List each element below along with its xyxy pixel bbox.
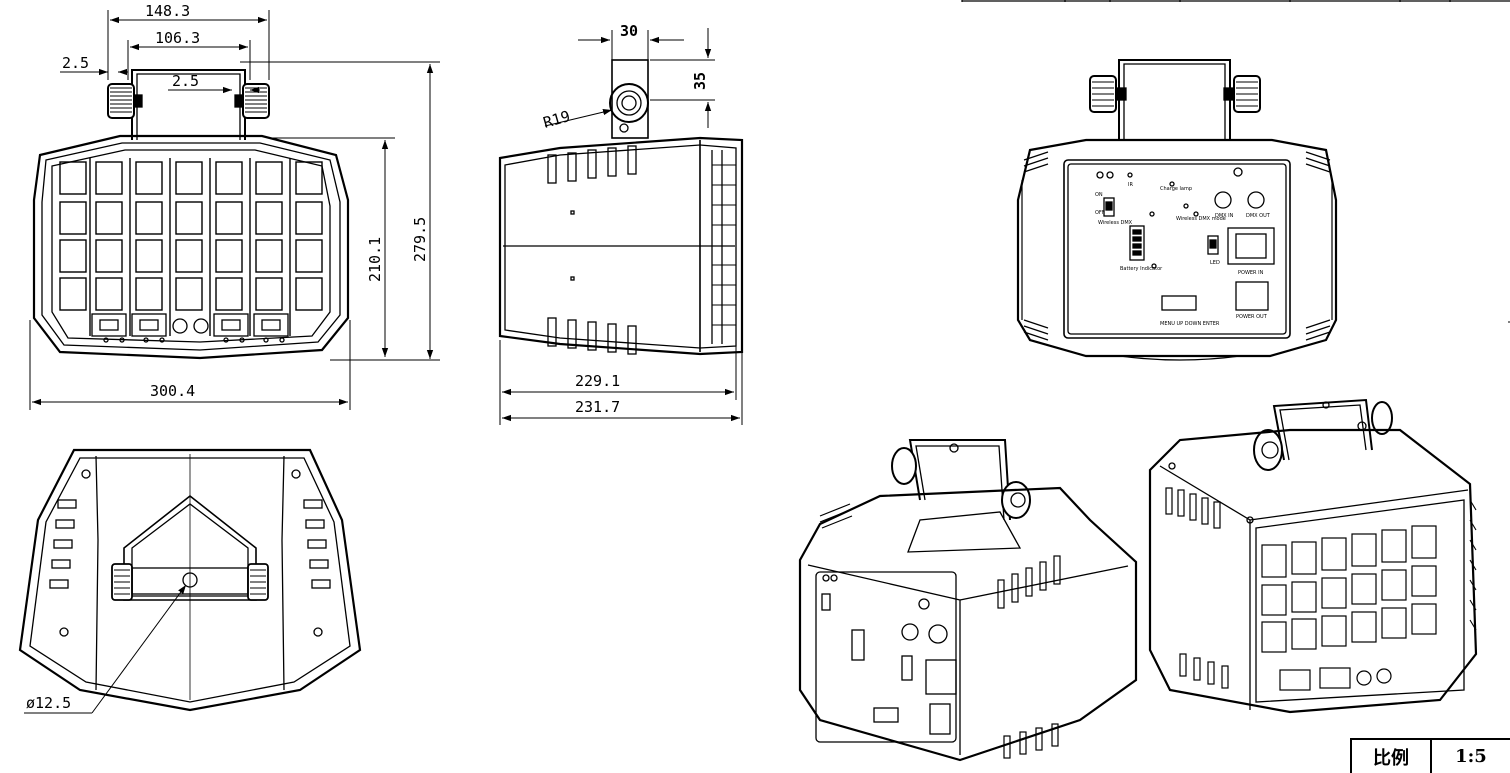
iso-front-grid	[1261, 525, 1437, 691]
scale-value: 1:5	[1430, 740, 1510, 773]
front-led-grid	[59, 158, 323, 336]
rear-panel-labels: IR ON OFF Wireless DMX Charge lamp Wirel…	[1095, 182, 1271, 327]
dim-side-bracket-height: 35	[691, 72, 709, 90]
rear-label-wireless-dmx: Wireless DMX	[1098, 220, 1133, 226]
dim-front-height-body: 210.1	[366, 237, 384, 282]
rear-view	[1016, 59, 1338, 361]
dim-side-bracket-width: 30	[620, 22, 638, 40]
rear-label-dmx-out: DMX OUT	[1246, 213, 1271, 219]
iso-view-rear	[798, 439, 1138, 762]
rear-label-power-out: POWER OUT	[1236, 314, 1268, 320]
dim-front-total-width: 148.3	[145, 2, 190, 20]
dim-front-offset-left: 2.5	[62, 54, 89, 72]
dim-side-radius: R19	[541, 107, 572, 132]
rear-label-wireless-dmx-mode: Wireless DMX mode	[1176, 216, 1226, 222]
scale-label: 比例	[1373, 747, 1409, 769]
rear-label-buttons: MENU UP DOWN ENTER	[1160, 321, 1220, 327]
dim-side-depth-inner: 229.1	[575, 372, 620, 390]
rear-label-charge-lamp: Charge lamp	[1160, 186, 1192, 192]
rear-label-dmx-in: DMX IN	[1215, 213, 1234, 219]
side-vents-bottom	[547, 317, 637, 355]
rear-label-led: LED	[1210, 260, 1220, 266]
top-view	[18, 448, 362, 712]
rear-label-power-in: POWER IN	[1238, 270, 1264, 276]
front-sockets	[91, 313, 289, 343]
side-dimension-lines	[499, 28, 743, 425]
rear-label-ir: IR	[1128, 182, 1133, 188]
dim-front-width-base: 300.4	[150, 382, 195, 400]
rear-body-outline	[1016, 138, 1338, 358]
rear-label-on: ON	[1095, 192, 1103, 198]
dim-front-height-total: 279.5	[411, 217, 429, 262]
dim-front-inner-width: 106.3	[155, 29, 200, 47]
side-vents-top	[547, 145, 637, 184]
rear-corner-vents	[1021, 151, 1333, 341]
front-view	[32, 69, 350, 360]
top-vents-left	[49, 499, 77, 589]
dim-front-offset-right: 2.5	[172, 72, 199, 90]
top-body-outline	[18, 448, 362, 712]
side-view	[498, 59, 744, 356]
front-dimension-lines	[29, 10, 440, 410]
rear-label-battery-indicator: Battery Indicator	[1120, 266, 1163, 272]
dim-side-depth-outer: 231.7	[575, 398, 620, 416]
title-table-fragment	[961, 0, 1510, 2]
dim-top-hole-diameter: ø12.5	[26, 694, 71, 712]
front-body-outline	[32, 134, 350, 360]
top-vents-right	[303, 499, 331, 589]
top-dimension-lines	[24, 584, 187, 714]
front-bracket	[107, 69, 270, 140]
iso-view-front	[1148, 398, 1478, 714]
rear-label-off: OFF	[1095, 210, 1105, 216]
scale-title-block: 比例 1:5	[1350, 738, 1510, 773]
